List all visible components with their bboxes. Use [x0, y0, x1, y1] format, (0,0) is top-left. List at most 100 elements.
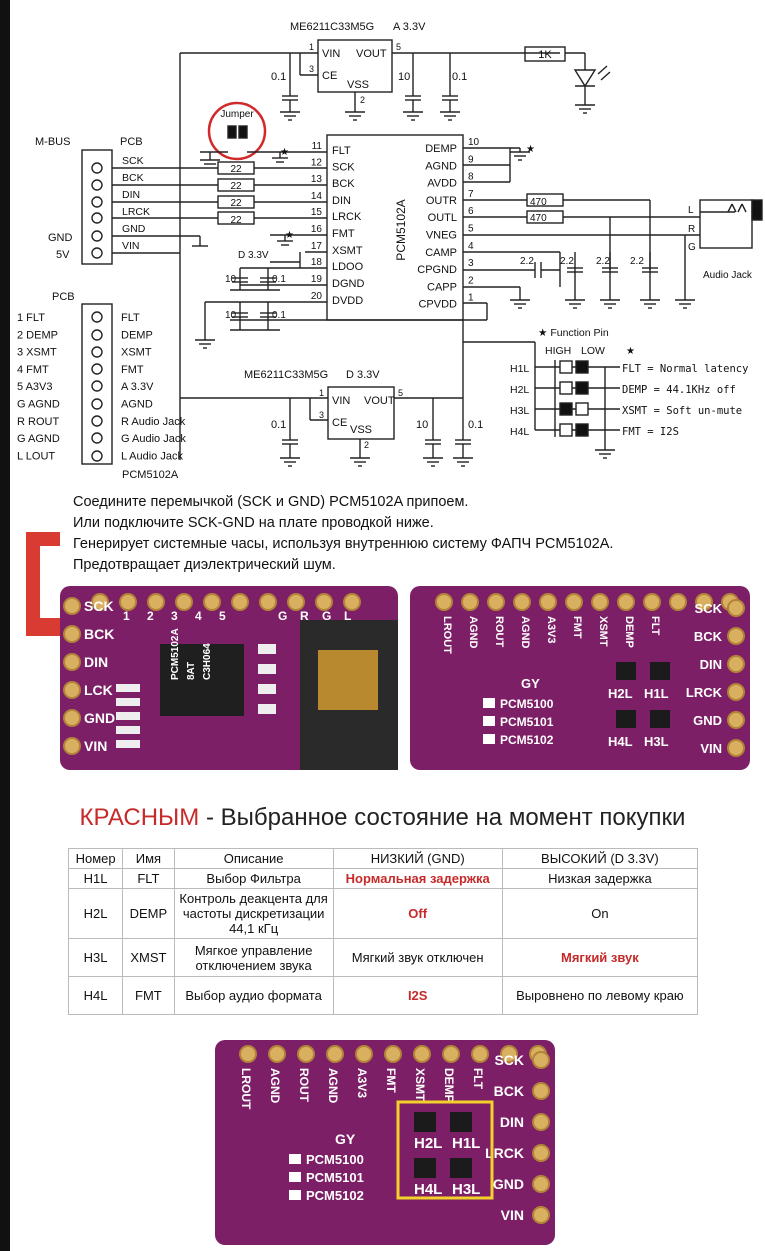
function-desc: FLT = Normal latency: [622, 363, 748, 375]
label: 5V: [56, 249, 70, 261]
model-checkbox: [289, 1172, 301, 1182]
solder-pad: [650, 662, 670, 680]
solder-pad: [650, 710, 670, 728]
pcb-label: PCB: [120, 136, 143, 148]
pin-name: FMT: [332, 228, 355, 240]
zoom-pad-label: H2L: [414, 1135, 442, 1152]
zoom-top-label: DEMP: [442, 1068, 456, 1103]
header-left: G AGND: [17, 399, 60, 411]
table-cell: Низкая задержка: [501, 868, 699, 889]
pin-hole: [727, 711, 745, 729]
pin-hole: [513, 593, 531, 611]
smd-part: [258, 684, 276, 694]
header-left: G AGND: [17, 433, 60, 445]
solder-pad: [450, 1112, 472, 1132]
back-right-label: GND: [693, 713, 722, 728]
pin-hole: [727, 683, 745, 701]
back-pad-label: H1L: [644, 686, 669, 701]
header-left: R ROUT: [17, 416, 59, 428]
back-model: PCM5102: [500, 733, 554, 747]
zoom-top-label: FMT: [384, 1068, 398, 1093]
pin-name: LDOO: [332, 261, 364, 273]
pin-hole: [297, 1045, 315, 1063]
front-top-number: 4: [195, 609, 202, 623]
mbus-signal: BCK: [122, 172, 144, 184]
smd-part: [116, 726, 140, 734]
pin-name: DIN: [332, 195, 351, 207]
front-chip-text: C3H064: [202, 643, 213, 680]
mbus-signal: LRCK: [122, 206, 150, 218]
left-edge-bar: [0, 0, 10, 1251]
pin-name: CAPP: [427, 281, 457, 293]
pin-name: CAMP: [425, 247, 457, 259]
label: 0.1: [272, 274, 286, 285]
pin-number: 17: [311, 241, 323, 252]
pin-hole: [259, 593, 277, 611]
back-model: PCM5101: [500, 715, 554, 729]
label: 22: [230, 198, 242, 209]
pin-name: OUTL: [428, 212, 457, 224]
back-top-label: FLT: [649, 616, 661, 636]
pin-name: AVDD: [427, 178, 457, 190]
header-left: 5 A3V3: [17, 381, 52, 393]
pin-hole: [643, 593, 661, 611]
mbus-signal: VIN: [122, 240, 140, 252]
label: 5: [396, 42, 401, 52]
pin-name: DGND: [332, 278, 364, 290]
table-cell: On: [501, 888, 699, 939]
label: 470: [530, 197, 547, 208]
pin-number: 13: [311, 174, 323, 185]
table-cell: Мягкий звук отключен: [332, 938, 503, 977]
back-top-label: LROUT: [441, 616, 453, 654]
header-right: A 3.3V: [121, 381, 154, 393]
zoom-right-label: BCK: [494, 1083, 524, 1099]
pin-hole: [435, 593, 453, 611]
smd-part: [116, 740, 140, 748]
front-pin-label: LCK: [84, 682, 113, 698]
zoom-top-label: ROUT: [297, 1068, 311, 1103]
pin-hole: [63, 681, 81, 699]
zoom-logo: GY: [335, 1131, 356, 1147]
header-right: G Audio Jack: [121, 433, 186, 445]
pin-hole: [461, 593, 479, 611]
pin-hole: [343, 593, 361, 611]
model-checkbox: [483, 716, 495, 726]
col-number: Номер: [67, 848, 124, 869]
back-right-label: BCK: [694, 629, 723, 644]
pin-hole: [63, 625, 81, 643]
back-top-label: ROUT: [493, 616, 505, 647]
label: VSS: [350, 424, 372, 436]
table-cell: XMST: [122, 938, 175, 977]
table-header-row: Номер Имя Описание НИЗКИЙ (GND) ВЫСОКИЙ …: [67, 848, 699, 869]
smd-part: [258, 704, 276, 714]
mbus-label: M-BUS: [35, 136, 70, 148]
pin-hole: [727, 627, 745, 645]
label: D 3.3V: [238, 250, 269, 261]
instructions: Соедините перемычкой (SCK и GND) PCM5102…: [73, 492, 753, 576]
label: 5: [398, 388, 403, 398]
function-desc: FMT = I2S: [622, 426, 679, 438]
pin-hole: [203, 593, 221, 611]
front-pin-label: SCK: [84, 598, 114, 614]
pin-hole: [532, 1144, 550, 1162]
label: 2.2: [596, 256, 610, 267]
function-table: Номер Имя Описание НИЗКИЙ (GND) ВЫСОКИЙ …: [67, 848, 699, 1015]
pin-hole: [669, 593, 687, 611]
label: 22: [230, 181, 242, 192]
pin-name: LRCK: [332, 211, 362, 223]
pin-name: FLT: [332, 145, 351, 157]
front-top-number: 1: [123, 609, 130, 623]
instruction-line: Генерирует системные часы, используя вну…: [73, 536, 614, 552]
pin-name: VNEG: [426, 230, 457, 242]
pin-number: 11: [312, 141, 323, 152]
pin-number: 12: [311, 158, 323, 169]
label: 0.1: [452, 71, 467, 83]
label: 0.1: [468, 419, 483, 431]
back-top-label: FMT: [571, 616, 583, 639]
back-top-label: AGND: [519, 616, 531, 648]
